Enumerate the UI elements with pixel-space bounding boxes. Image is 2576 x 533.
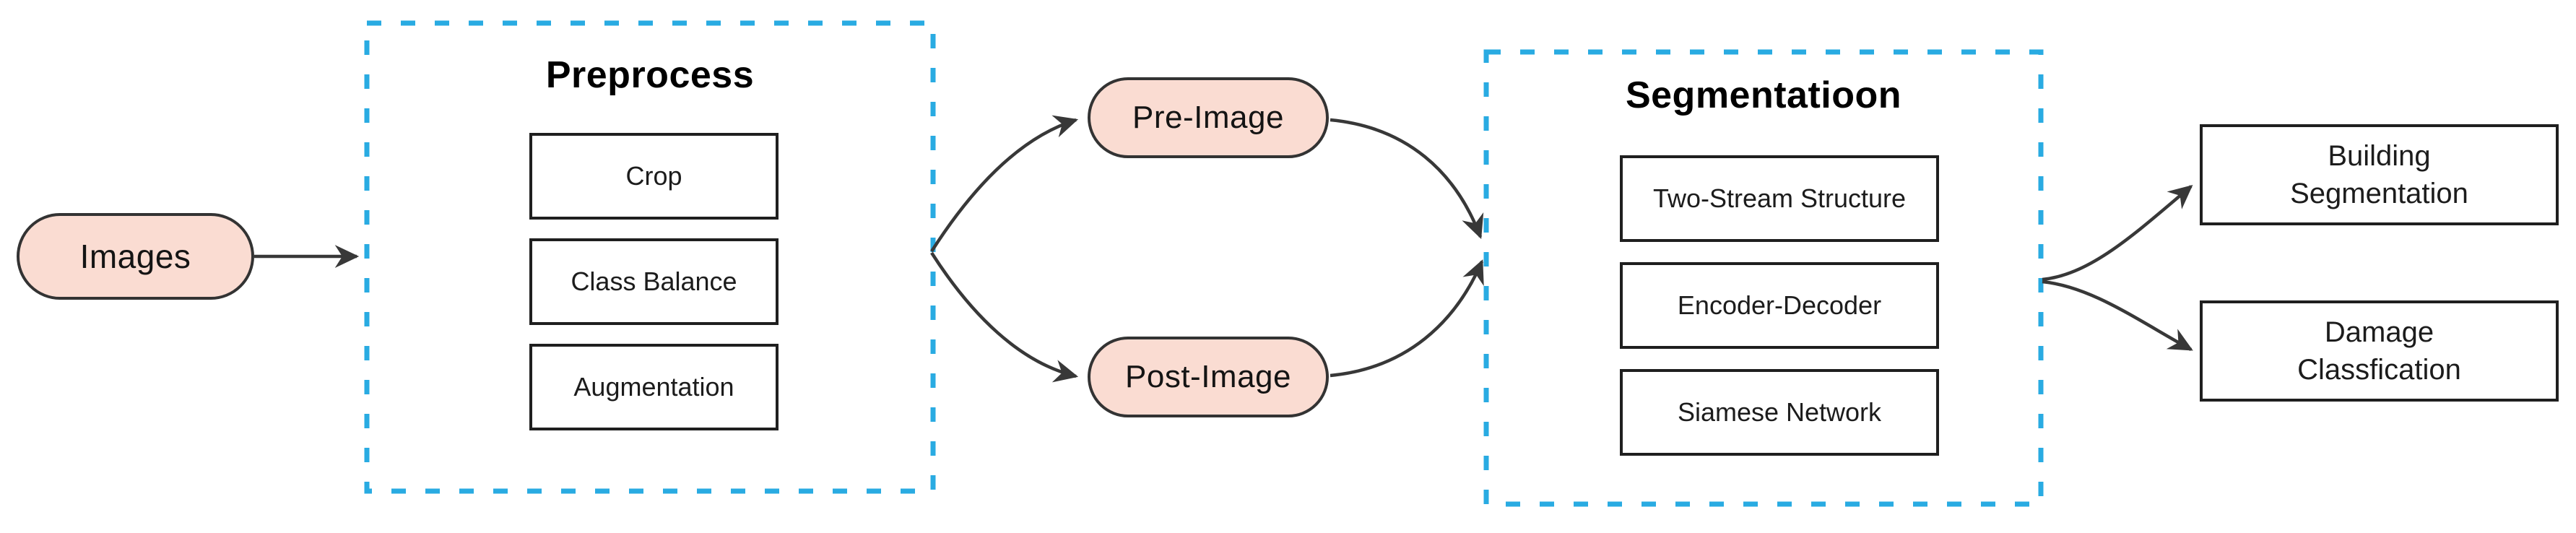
class-balance-label: Class Balance [571,266,737,296]
pre-image-node: Pre-Image [1088,77,1329,158]
segmentation-group-border [1483,49,2044,507]
building-segmentation-label: Building Segmentation [2290,140,2468,209]
siamese-network-label: Siamese Network [1677,397,1882,427]
images-node: Images [17,213,254,300]
class-balance-node: Class Balance [529,238,779,325]
segmentation-group-title: Segmentatioon [1625,74,1902,116]
edge-preprocess-to-pre-image [930,115,1079,253]
encoder-decoder-label: Encoder-Decoder [1677,290,1882,320]
augmentation-node: Augmentation [529,344,779,430]
post-image-node: Post-Image [1088,337,1329,417]
images-label: Images [79,238,191,275]
preprocess-group-title: Preprocess [545,54,755,96]
post-image-label: Post-Image [1125,359,1291,394]
crop-label: Crop [625,161,682,191]
encoder-decoder-node: Encoder-Decoder [1620,262,1939,349]
pre-image-label: Pre-Image [1132,100,1284,135]
siamese-network-node: Siamese Network [1620,369,1939,456]
building-segmentation-node: Building Segmentation [2200,124,2559,225]
damage-classification-label: Damage Classfication [2297,316,2461,386]
damage-classification-node: Damage Classfication [2200,300,2559,402]
crop-node: Crop [529,133,779,220]
augmentation-label: Augmentation [573,372,734,402]
edge-post-image-to-segmentation [1330,259,1484,378]
edge-pre-image-to-segmentation [1330,118,1484,239]
edge-preprocess-to-post-image [930,251,1079,383]
two-stream-structure-node: Two-Stream Structure [1620,155,1939,242]
two-stream-structure-label: Two-Stream Structure [1652,183,1907,213]
edge-segmentation-to-damage [2042,280,2193,351]
edge-segmentation-to-building [2042,184,2193,282]
preprocess-group-border [364,20,936,494]
